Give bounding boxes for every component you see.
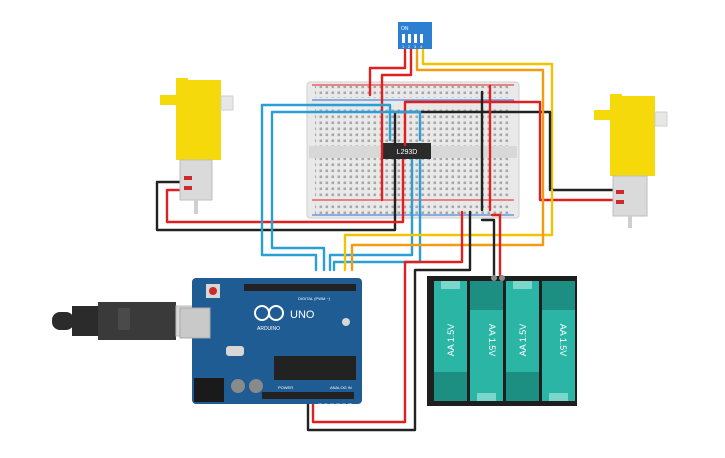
l293d-chip[interactable]: L293D	[383, 143, 431, 159]
chip-label: L293D	[397, 149, 418, 156]
battery-cell-1: AA 1.5V	[434, 281, 467, 401]
battery-cell-4: AA 1.5V	[542, 281, 575, 401]
dip-switch[interactable]: ON 1 2 3 4	[398, 22, 432, 49]
wire-black-gnd[interactable]	[306, 210, 472, 432]
pin-label-a0: A0	[318, 402, 322, 406]
pin-label-a1: A1	[324, 402, 328, 406]
digital-header-label: DIGITAL (PWM ~)	[298, 296, 331, 301]
battery-pack[interactable]: AA 1.5V AA 1.5V AA 1.5V AA 1.5V	[427, 275, 577, 406]
dip-number-2: 2	[408, 44, 411, 49]
arduino-model: UNO	[290, 309, 315, 321]
wire-black-right-motor[interactable]	[393, 110, 617, 192]
wire-red-right-motor[interactable]	[403, 100, 617, 202]
wire-red-5v[interactable]	[311, 210, 464, 424]
pin-label-a3: A3	[336, 402, 340, 406]
dip-number-3: 3	[414, 44, 417, 49]
wire-yellow-dip[interactable]	[421, 46, 554, 192]
wire-blue-4[interactable]	[328, 158, 414, 272]
battery-cell-label-3: AA 1.5V	[518, 324, 528, 357]
wire-blue-2[interactable]	[270, 110, 422, 272]
wire-yellow-arduino[interactable]	[343, 188, 554, 272]
wire-red-dip-2[interactable]	[380, 46, 413, 202]
dc-motor-left[interactable]	[160, 78, 234, 214]
wire-blue-3[interactable]	[332, 158, 422, 272]
analog-header-label: ANALOG IN	[330, 385, 352, 390]
battery-cell-2: AA 1.5V	[470, 281, 503, 401]
battery-cell-3: AA 1.5V	[506, 281, 539, 401]
wire-orange-dip[interactable]	[415, 46, 545, 102]
wire-red-dip-1[interactable]	[368, 46, 407, 97]
battery-cell-label-4: AA 1.5V	[558, 324, 568, 357]
battery-cell-label-1: AA 1.5V	[446, 324, 456, 357]
dip-on-label: ON	[401, 26, 409, 32]
pin-label-a2: A2	[330, 402, 334, 406]
dc-motor-right[interactable]	[594, 94, 668, 228]
arduino-logo-text: ARDUINO	[257, 326, 280, 332]
arduino-uno[interactable]: ARDUINO UNO DIGITAL (PWM ~) POWER ANALOG…	[179, 278, 362, 406]
pin-label-a4: A4	[342, 402, 346, 406]
wire-red-battery[interactable]	[490, 213, 502, 280]
pin-label-a5: A5	[348, 402, 352, 406]
dip-number-1: 1	[402, 44, 405, 49]
wires	[155, 46, 617, 432]
dip-number-4: 4	[420, 44, 423, 49]
wire-orange-arduino[interactable]	[350, 98, 545, 272]
battery-cell-label-2: AA 1.5V	[487, 324, 497, 357]
wire-black-left-motor[interactable]	[155, 158, 397, 232]
power-header-label: POWER	[278, 385, 293, 390]
wire-red-left-motor[interactable]	[165, 158, 405, 224]
wire-black-battery[interactable]	[480, 218, 496, 280]
